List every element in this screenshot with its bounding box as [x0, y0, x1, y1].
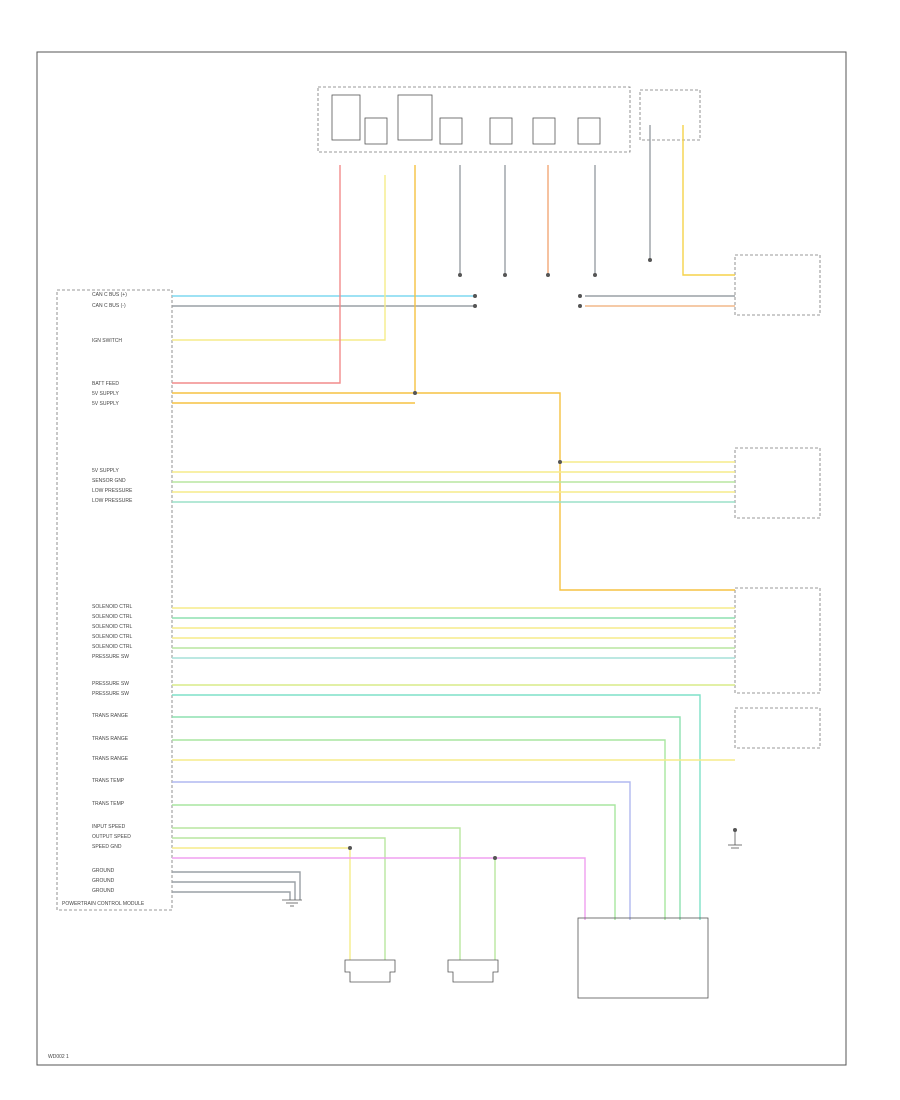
input-speed-sensor [447, 959, 499, 983]
low-pressure-sensor-box [734, 447, 821, 519]
ecm-pin-label: 5V SUPPLY [92, 401, 120, 407]
output-speed-sensor [344, 959, 396, 983]
ecm-pin-label: GROUND [92, 868, 115, 874]
ground-symbol [728, 830, 742, 849]
top-module-box [317, 86, 631, 153]
wires [172, 125, 735, 960]
ecm-pin-label: GROUND [92, 888, 115, 894]
ecm-pin-label: CAN C BUS (-) [92, 303, 126, 309]
ecm-pin-label: LOW PRESSURE [92, 498, 133, 504]
ecm-pin-label: OUTPUT SPEED [92, 834, 131, 840]
trans-range-sensor-connector [577, 917, 709, 999]
ecm-pin-label: SOLENOID CTRL [92, 604, 133, 610]
ecm-pin-label: TRANS RANGE [92, 713, 129, 719]
ecm-pin-label: TRANS RANGE [92, 736, 129, 742]
ecm-pin-label: 5V SUPPLY [92, 391, 120, 397]
ecm-pin-label: SOLENOID CTRL [92, 634, 133, 640]
ecm-pin-labels: CAN C BUS (+) CAN C BUS (-) IGN SWITCH B… [62, 292, 145, 907]
ecm-pin-label: PRESSURE SW [92, 691, 129, 697]
instrument-cluster-box [734, 254, 821, 316]
ecm-pin-label: GROUND [92, 878, 115, 884]
footer-code: WD002 1 [48, 1054, 69, 1060]
ecm-pin-label: SOLENOID CTRL [92, 624, 133, 630]
ground-symbol [282, 899, 302, 907]
ecm-pin-label: TRANS TEMP [92, 801, 125, 807]
ecm-pin-label: TRANS TEMP [92, 778, 125, 784]
ecm-pin-label: PRESSURE SW [92, 681, 129, 687]
ecm-box [56, 289, 173, 911]
ecm-pin-label: INPUT SPEED [92, 824, 126, 830]
ecm-pin-label: SPEED GND [92, 844, 122, 850]
ecm-pin-label: BATT FEED [92, 381, 119, 387]
ecm-pin-label: SOLENOID CTRL [92, 644, 133, 650]
ecm-pin-label: IGN SWITCH [92, 338, 122, 344]
trans-range-sensor-box [734, 707, 821, 749]
ecm-pin-label: LOW PRESSURE [92, 488, 133, 494]
ecm-pin-label: SENSOR GND [92, 478, 126, 484]
ecm-pin-label: SOLENOID CTRL [92, 614, 133, 620]
ecm-pin-label: TRANS RANGE [92, 756, 129, 762]
top-module-fuses [331, 94, 601, 145]
solenoid-pressure-assembly-box [734, 587, 821, 694]
ecm-pin-label: PRESSURE SW [92, 654, 129, 660]
ecm-pin-label: 5V SUPPLY [92, 468, 120, 474]
diagram-frame [36, 51, 847, 1066]
ecm-title: POWERTRAIN CONTROL MODULE [62, 901, 145, 907]
ecm-pin-label: CAN C BUS (+) [92, 292, 127, 298]
connector-nodes [348, 258, 737, 860]
shift-lever-box [639, 89, 701, 141]
